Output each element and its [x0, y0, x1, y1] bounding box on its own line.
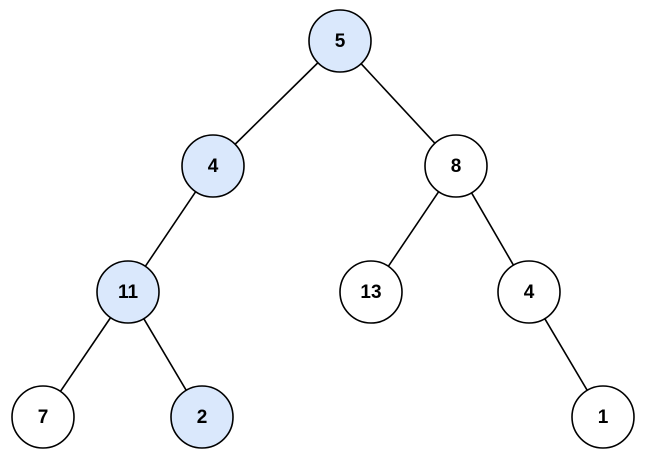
tree-edge — [387, 191, 440, 267]
tree-node: 7 — [11, 385, 75, 449]
tree-node: 1 — [571, 385, 635, 449]
tree-edge — [544, 318, 588, 391]
tree-edge — [59, 317, 112, 392]
tree-edge — [470, 192, 515, 266]
node-label: 8 — [451, 156, 462, 177]
tree-edge — [143, 318, 187, 391]
tree-node: 5 — [308, 9, 372, 73]
node-circle — [424, 134, 488, 198]
tree-node: 11 — [96, 260, 160, 324]
path-node-circle — [181, 134, 245, 198]
node-circle — [339, 260, 403, 324]
tree-node: 8 — [424, 134, 488, 198]
node-circle — [497, 260, 561, 324]
edges-layer — [59, 62, 588, 392]
tree-node: 4 — [497, 260, 561, 324]
node-circle — [571, 385, 635, 449]
node-label: 11 — [118, 282, 139, 303]
node-circle — [11, 385, 75, 449]
tree-node: 13 — [339, 260, 403, 324]
path-node-circle — [308, 9, 372, 73]
node-label: 13 — [360, 282, 381, 303]
tree-node: 4 — [181, 134, 245, 198]
path-node-circle — [170, 385, 234, 449]
tree-edge — [360, 63, 436, 144]
path-node-circle — [96, 260, 160, 324]
tree-node: 2 — [170, 385, 234, 449]
node-label: 7 — [38, 407, 49, 428]
node-label: 2 — [197, 407, 208, 428]
tree-edge — [144, 191, 197, 267]
tree-edge — [234, 62, 319, 145]
node-label: 1 — [598, 407, 609, 428]
node-label: 4 — [524, 282, 535, 303]
node-label: 5 — [335, 31, 346, 52]
nodes-layer: 5 4 8 11 13 4 7 2 1 — [11, 9, 635, 449]
node-label: 4 — [208, 156, 219, 177]
